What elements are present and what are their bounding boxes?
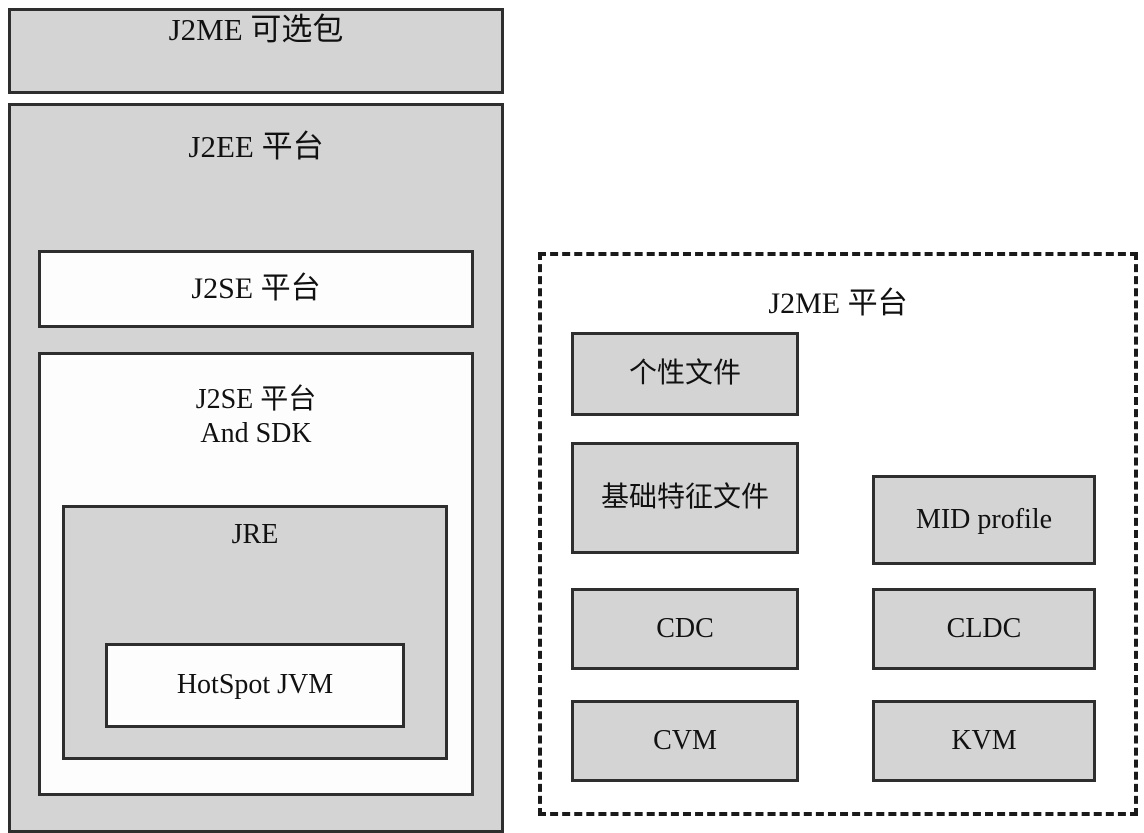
hotspot-jvm-box: HotSpot JVM: [105, 643, 405, 728]
j2ee-platform-label: J2EE 平台: [188, 129, 324, 164]
cdc-box: CDC: [571, 588, 799, 670]
j2me-platform-title: J2ME 平台: [768, 287, 908, 320]
mid-profile-box: MID profile: [872, 475, 1096, 565]
personal-profile-label: 个性文件: [628, 358, 741, 390]
cldc-box: CLDC: [872, 588, 1096, 670]
mid-profile-label: MID profile: [915, 504, 1053, 536]
j2me-optional-packages-box: J2ME 可选包: [8, 8, 504, 94]
cldc-label: CLDC: [946, 613, 1022, 645]
cvm-label: CVM: [653, 725, 717, 757]
hotspot-jvm-label: HotSpot JVM: [176, 669, 334, 701]
kvm-label: KVM: [951, 725, 1017, 757]
j2me-platform-panel: J2ME 平台 个性文件 基础特征文件 CDC CVM MID profile …: [538, 252, 1138, 816]
cvm-box: CVM: [571, 700, 799, 782]
personal-profile-box: 个性文件: [571, 332, 799, 416]
j2me-optional-packages-label: J2ME 可选包: [168, 12, 344, 47]
foundation-profile-label: 基础特征文件: [600, 482, 769, 514]
foundation-profile-box: 基础特征文件: [571, 442, 799, 554]
j2se-sdk-line-2: And SDK: [200, 418, 312, 450]
j2se-platform-and-sdk-label: J2SE 平台 And SDK: [41, 355, 471, 451]
j2se-platform-label: J2SE 平台: [191, 271, 321, 305]
j2se-platform-box: J2SE 平台: [38, 250, 474, 328]
jre-label: JRE: [231, 519, 279, 550]
kvm-box: KVM: [872, 700, 1096, 782]
cdc-label: CDC: [656, 613, 714, 645]
j2se-sdk-line-1: J2SE 平台: [195, 384, 317, 415]
